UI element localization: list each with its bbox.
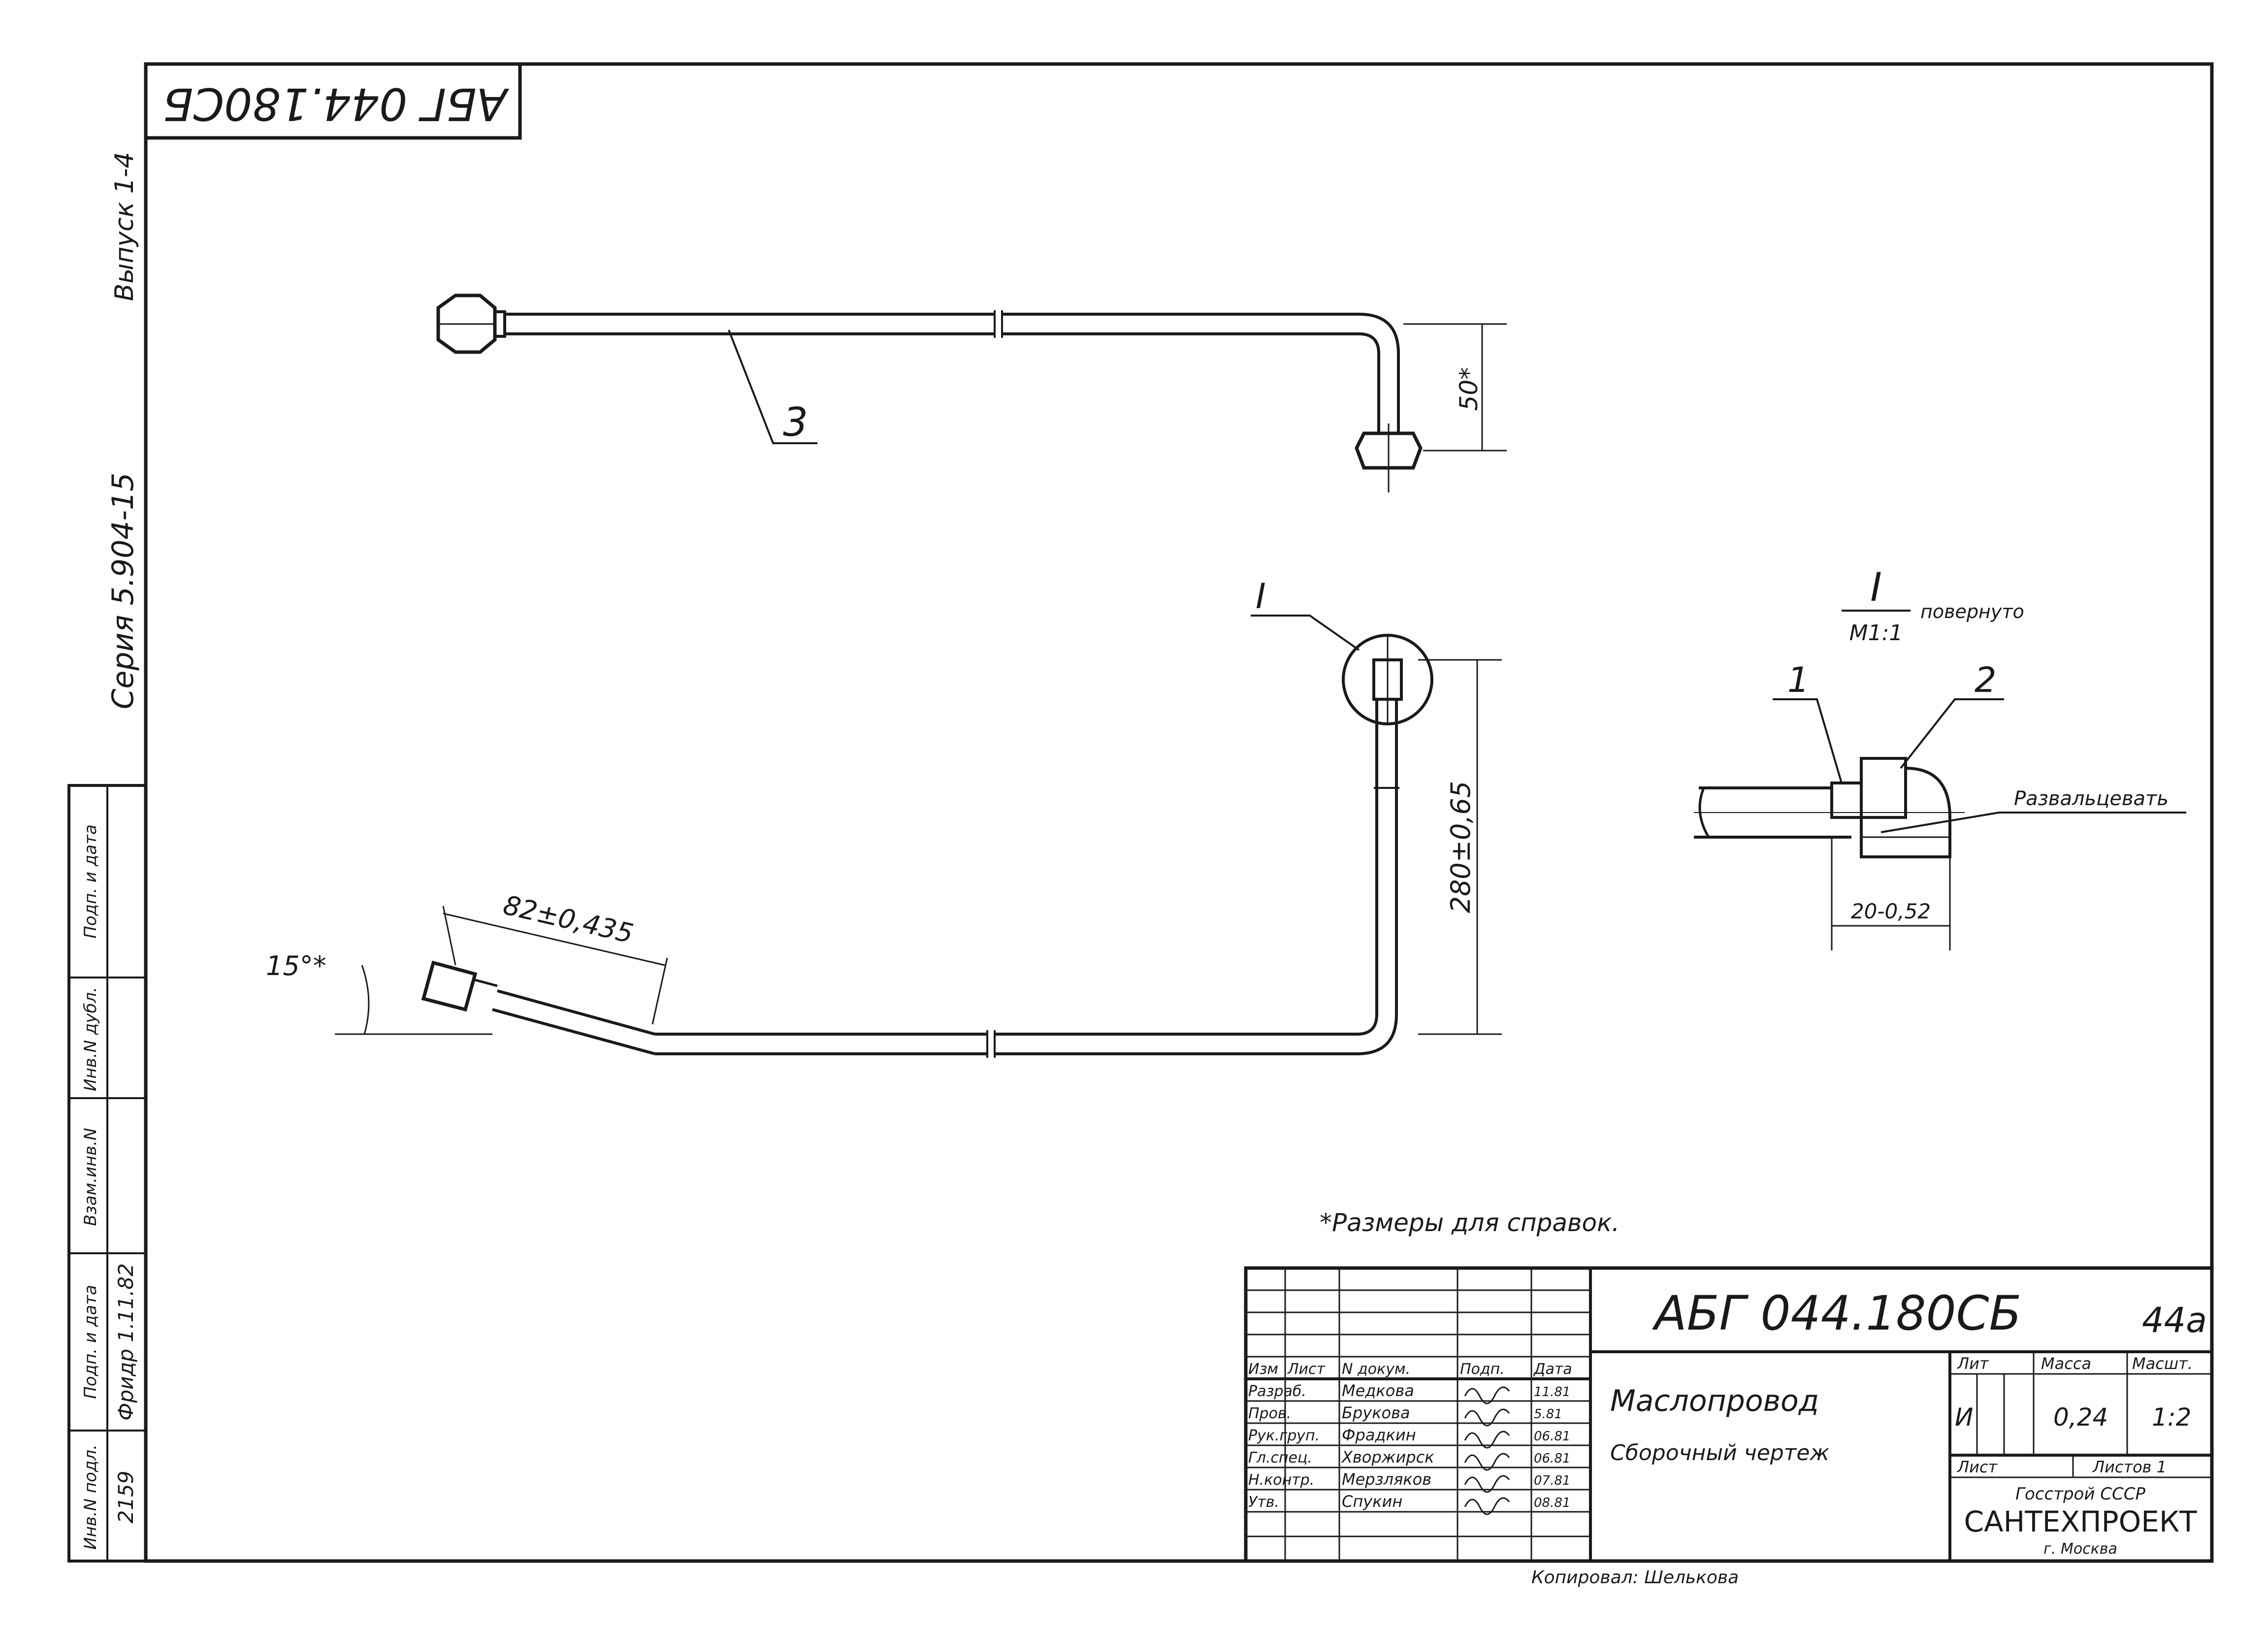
reference-note: *Размеры для справок. — [1320, 1208, 1620, 1237]
org-city: г. Москва — [2043, 1540, 2117, 1558]
scale-value: 1:2 — [2152, 1403, 2191, 1432]
format-mark: 44а — [2142, 1300, 2207, 1340]
series-label: Серия 5.904-15 — [106, 473, 140, 710]
dim-50: 50* — [1455, 367, 1483, 411]
strip-value-inv: 2159 — [114, 1471, 138, 1524]
strip-value-sign: Фридр 1.11.82 — [114, 1263, 138, 1420]
mass-value: 0,24 — [2053, 1403, 2108, 1432]
date-4: 06.81 — [1534, 1451, 1570, 1466]
flaring-note: Развальцевать — [2014, 787, 2169, 810]
col-date: Дата — [1533, 1361, 1572, 1378]
lit-label: Лит — [1957, 1354, 1989, 1373]
detail-title: I — [1870, 564, 1882, 610]
name-6: Спукин — [1342, 1492, 1402, 1511]
angle-15: 15°* — [266, 950, 326, 981]
name-1: Медкова — [1342, 1381, 1414, 1400]
date-3: 06.81 — [1534, 1429, 1570, 1444]
designation: АБГ 044.180СБ — [1652, 1286, 2021, 1341]
top-pipe-view: 3 50* — [436, 293, 1507, 492]
col-izm: Изм — [1248, 1361, 1278, 1378]
col-sign: Подп. — [1460, 1361, 1505, 1378]
role-ruk: Рук.груп. — [1248, 1427, 1320, 1444]
title-block: Изм Лист N докум. Подп. Дата Разраб. Про… — [1244, 1266, 2214, 1563]
role-razrab: Разраб. — [1248, 1383, 1306, 1400]
strip-col-1: Инв.N подл. — [81, 1444, 100, 1550]
doc-type: Сборочный чертеж — [1610, 1440, 1829, 1466]
detail-mark: I — [1256, 576, 1266, 617]
name-2: Брукова — [1342, 1403, 1410, 1422]
copied-by: Копировал: Шелькова — [1531, 1567, 1739, 1588]
detail-view: I М1:1 повернуто 1 2 Развальцевать 20-0,… — [1694, 564, 2186, 950]
lit-value: И — [1955, 1403, 1973, 1432]
col-doc: N докум. — [1342, 1361, 1410, 1378]
sheets-label: Листов 1 — [2092, 1458, 2167, 1476]
leader-3: 3 — [783, 399, 808, 445]
date-6: 08.81 — [1534, 1496, 1570, 1510]
name-4: Хворжирск — [1341, 1448, 1434, 1466]
role-utv: Утв. — [1248, 1494, 1279, 1511]
mass-label: Масса — [2041, 1354, 2091, 1373]
leader-2: 2 — [1975, 660, 1997, 700]
role-prov: Пров. — [1248, 1405, 1291, 1422]
detail-scale: М1:1 — [1849, 620, 1903, 646]
role-nkontr: Н.контр. — [1248, 1471, 1314, 1489]
rotated-stamp: АБГ 044.180СБ — [144, 62, 522, 140]
org-name: САНТЕХПРОЕКТ — [1964, 1505, 2197, 1538]
issue-label: Выпуск 1-4 — [110, 152, 139, 301]
detail-rotated: повернуто — [1920, 601, 2024, 622]
bottom-pipe-view: I 82±0,435 15°* 280±0,65 — [266, 576, 1502, 1058]
leader-1: 1 — [1787, 660, 1810, 700]
left-strip: Инв.N подл. Подп. и дата Взам.инв.N Инв.… — [67, 784, 147, 1563]
name-3: Фрадкин — [1342, 1426, 1416, 1444]
strip-col-5: Подп. и дата — [81, 824, 100, 939]
date-5: 07.81 — [1534, 1473, 1570, 1488]
sheet-label: Лист — [1957, 1458, 1998, 1476]
col-list: Лист — [1287, 1361, 1326, 1378]
dim-20: 20-0,52 — [1851, 899, 1931, 923]
date-1: 11.81 — [1534, 1385, 1570, 1400]
dim-280: 280±0,65 — [1445, 781, 1476, 913]
date-2: 5.81 — [1534, 1407, 1562, 1422]
strip-col-2: Подп. и дата — [81, 1285, 100, 1399]
strip-col-3: Взам.инв.N — [81, 1128, 100, 1226]
product-name: Маслопровод — [1610, 1384, 1819, 1418]
name-5: Мерзляков — [1342, 1470, 1431, 1489]
strip-col-4: Инв.N дубл. — [81, 987, 100, 1091]
scale-label: Масшт. — [2132, 1354, 2193, 1373]
signatures — [1464, 1386, 1510, 1515]
org-ministry: Госстрой СССР — [2015, 1484, 2145, 1504]
stamp-code: АБГ 044.180СБ — [163, 78, 510, 130]
role-glspec: Гл.спец. — [1248, 1449, 1312, 1466]
dim-82: 82±0,435 — [500, 889, 636, 949]
